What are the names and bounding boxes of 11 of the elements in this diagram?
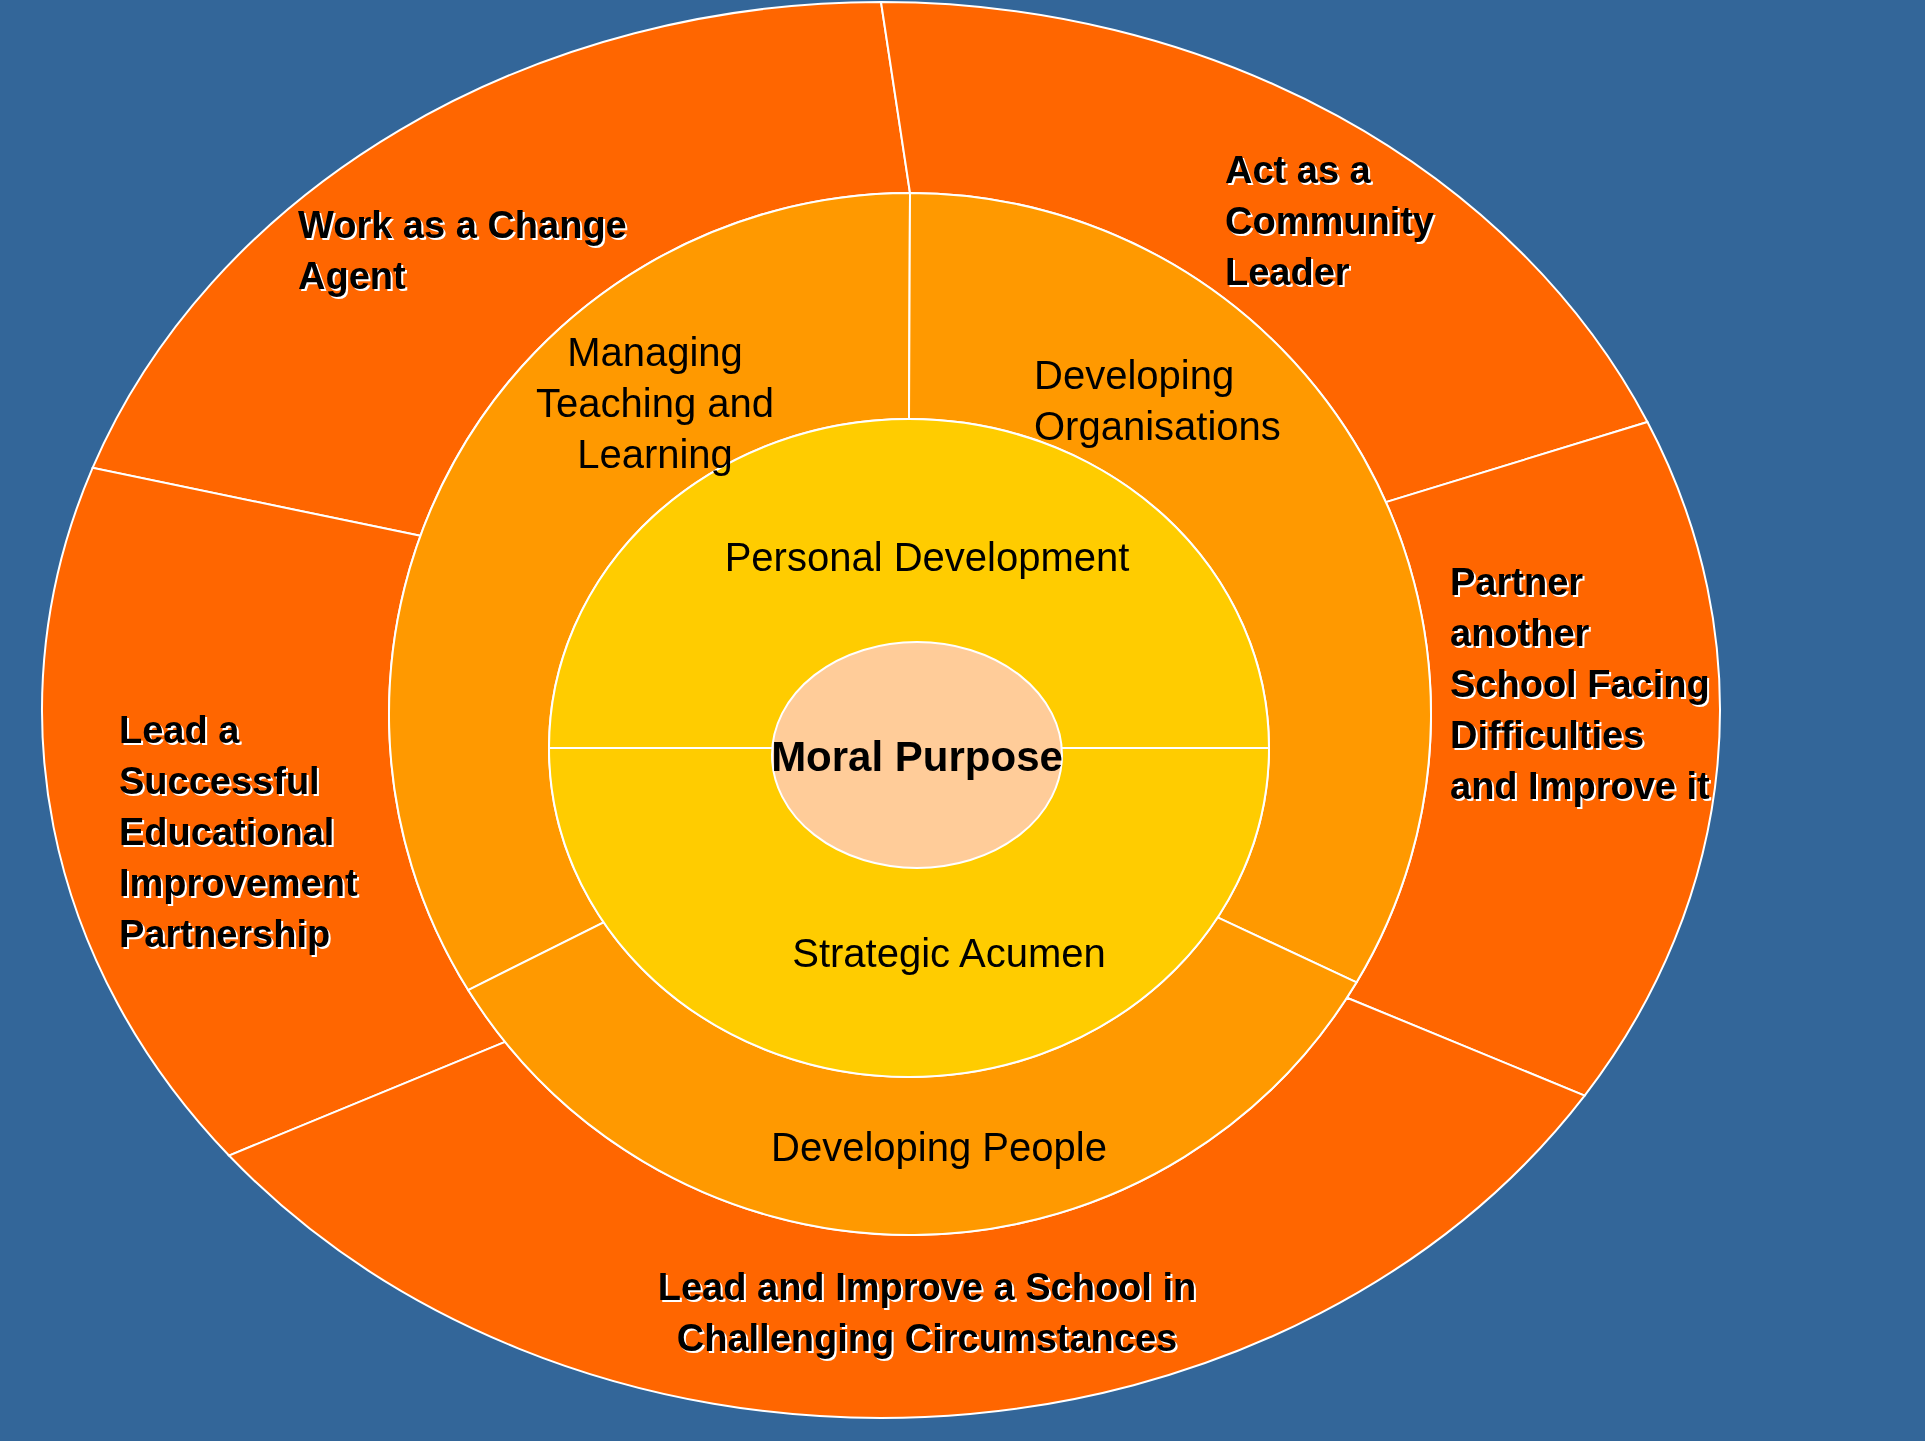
segment-label: Strategic Acumen [791, 930, 1107, 977]
segment-label: Developing People [770, 1124, 1108, 1171]
segment-label: Personal Development [723, 534, 1131, 581]
segment-label: Act as a Community Leader [1225, 148, 1435, 295]
segment-label: Partner another School Facing Difficulties and Improve it [1450, 560, 1711, 809]
segment-label: Lead a Successful Educational Improvement Partnership [119, 708, 359, 957]
segment-label: Lead and Improve a School in Challenging Circumstances [656, 1265, 1198, 1361]
segment-label: Developing Organisations [1034, 352, 1282, 450]
segment-label: Managing Teaching and Learning [535, 329, 775, 478]
segment-label: Work as a Change Agent [298, 203, 628, 299]
segment-label: Moral Purpose [770, 732, 1064, 782]
